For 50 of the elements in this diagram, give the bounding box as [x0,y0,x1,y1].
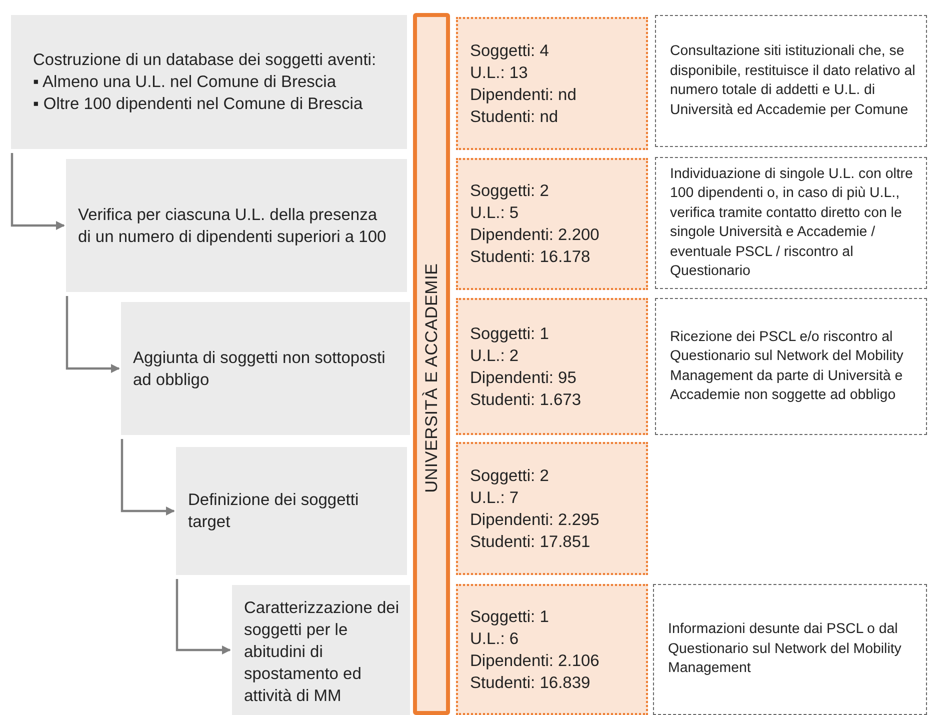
statistic-text: Dipendenti: nd [470,84,578,106]
step-text: Costruzione di un database dei soggetti aventi: [33,50,378,71]
step-text: Aggiunta di soggetti non sottoposti ad obbligo [133,348,386,390]
elbow-arrow [66,296,120,373]
category-band [413,13,450,715]
statistic-text: U.L.: 13 [470,62,529,84]
step-text: Definizione dei soggetti target [188,490,360,533]
statistics-box [456,442,648,575]
statistics-box [456,298,648,435]
bullet-item: ▪ Oltre 100 dipendenti nel Comune di Brescia [33,94,364,115]
bullet-item: ▪ Almeno una U.L. nel Comune di Brescia [33,72,338,93]
statistic-text: Dipendenti: 2.200 [470,225,600,246]
band-label: UNIVERSITÀ E ACCADEMIE [422,263,442,493]
process-box [176,447,407,575]
note-text: Informazioni desunte dai PSCL o dal Questionario sul Network del Mobility Management [668,620,902,678]
statistics-box [456,158,648,290]
note-box [653,584,927,715]
statistic-text: Dipendenti: 2.106 [470,650,600,672]
statistic-text: U.L.: 6 [470,628,520,650]
note-text: Ricezione dei PSCL e/o riscontro al Questionario sul Network del Mobility Management da parte di Università e Accademie non soggette ad obbligo [670,328,904,405]
process-box [232,585,410,715]
statistics-box [456,584,648,715]
elbow-arrow [120,439,175,516]
statistic-text: Studenti: 16.178 [470,247,592,268]
statistic-text: U.L.: 7 [470,488,520,508]
statistic-text: Soggetti: 1 [470,324,550,344]
statistic-text: Dipendenti: 2.295 [470,510,600,530]
process-box [66,159,407,292]
statistics-box [456,17,648,150]
process-box [121,302,410,435]
note-text: Individuazione di singole U.L. con oltre 100 dipendenti o, in caso di più U.L., verifica tramite contatto diretto con le singole Università e Accademie / eventuale PSCL / riscontro al Questionario [670,164,914,281]
statistic-text: Studenti: 1.673 [470,390,582,410]
statistic-text: Soggetti: 1 [470,606,550,628]
statistic-text: U.L.: 2 [470,346,520,366]
note-box [655,15,927,147]
elbow-arrow [10,153,65,230]
statistic-text: U.L.: 5 [470,203,520,224]
note-text: Consultazione siti istituzionali che, se disponibile, restituisce il dato relativo al numero totale di addetti e U.L. di Università ed Accademie per Comune [670,42,916,120]
statistic-text: Studenti: 16.839 [470,672,592,694]
note-box [655,157,927,289]
statistic-text: Dipendenti: 95 [470,368,578,388]
statistic-text: Soggetti: 2 [470,466,550,486]
step-text: Verifica per ciascuna U.L. della presenza di un numero di dipendenti superiori a 100 [78,204,387,248]
step-text: Caratterizzazione dei soggetti per le abitudini di spostamento ed attività di MM [244,598,400,707]
statistic-text: Studenti: 17.851 [470,532,592,552]
statistic-text: Soggetti: 4 [470,40,550,62]
elbow-arrow [176,579,231,654]
statistic-text: Studenti: nd [470,106,560,128]
statistic-text: Soggetti: 2 [470,181,550,202]
note-box [655,298,927,435]
